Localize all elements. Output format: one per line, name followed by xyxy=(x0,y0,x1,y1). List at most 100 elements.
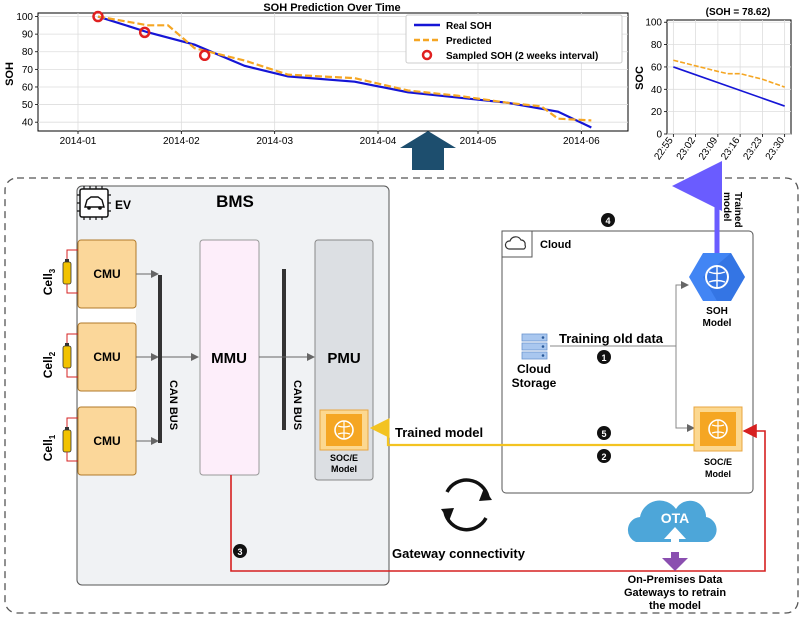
system-frame xyxy=(4,177,799,614)
cell-3-wire xyxy=(66,249,78,294)
soc-x-tick-label: 23:23 xyxy=(741,135,765,162)
step-2-badge xyxy=(597,449,611,463)
on-premises-label-1: On-Premises Data xyxy=(628,574,724,586)
soc-y-tick-label: 20 xyxy=(651,107,663,118)
legend-sampled-label: Sampled SOH (2 weeks interval) xyxy=(446,51,598,62)
ota-bidirectional-arrow-icon xyxy=(662,527,688,571)
soh-chart: SOH Prediction Over Time 405060708090100… xyxy=(4,2,629,147)
soc-series xyxy=(673,59,785,107)
soh-legend: Real SOH Predicted Sampled SOH (2 weeks … xyxy=(405,14,623,64)
training-data-connector xyxy=(550,281,689,347)
can-bus-2-bar xyxy=(282,269,286,430)
cell-1-main: Cell xyxy=(41,439,55,461)
can-bus-2-label: CAN BUS xyxy=(291,380,303,430)
cell-2: Cell2 xyxy=(41,333,78,378)
soh-predicted-line xyxy=(97,15,592,122)
cmu-bus-connectors xyxy=(136,270,159,445)
cmu-2: CMU xyxy=(77,322,137,392)
cell-2-wire xyxy=(66,333,78,378)
soc-grid xyxy=(667,20,791,135)
cmu-1-label: CMU xyxy=(93,434,120,448)
soh-x-tick-label: 2014-04 xyxy=(360,136,397,147)
soc-y-tick-label: 100 xyxy=(645,18,662,29)
cmu-3-label: CMU xyxy=(93,267,120,281)
soh-model-icon xyxy=(689,253,745,301)
soh-y-tick-label: 100 xyxy=(16,12,33,23)
legend-real-label: Real SOH xyxy=(446,21,492,32)
cmu-2-label: CMU xyxy=(93,350,120,364)
gateway-connectivity-label: Gateway connectivity xyxy=(392,546,526,561)
step-1-number: 1 xyxy=(601,353,606,363)
pmu-soce-model-label-1: SOC/E xyxy=(330,453,358,463)
cloud-storage-label-1: Cloud xyxy=(517,362,551,376)
soc-x-tick-label: 23:09 xyxy=(697,135,721,162)
cell-1: Cell1 xyxy=(41,417,78,462)
legend-sampled-marker xyxy=(421,49,433,61)
soc-plot-area xyxy=(666,19,792,135)
on-premises-label-2: Gateways to retrain xyxy=(624,587,726,599)
battery-icon xyxy=(62,259,72,285)
can-bus-1-label: CAN BUS xyxy=(167,380,179,430)
cell-1-sub: 1 xyxy=(48,434,57,439)
ota-label: OTA xyxy=(661,510,690,526)
soc-chart-title: (SOH = 78.62) xyxy=(706,7,771,18)
cell-3-sub: 3 xyxy=(48,268,57,273)
soh-x-tick-label: 2014-06 xyxy=(563,136,600,147)
soh-y-axis-label: SOH xyxy=(4,62,16,86)
ev-chip-icon xyxy=(77,186,111,220)
cell-2-sub: 2 xyxy=(48,351,57,356)
gateway-data-path xyxy=(230,423,766,572)
soh-y-tick-label: 60 xyxy=(22,82,34,93)
ota-cloud-icon xyxy=(627,500,717,542)
soh-sampled-point xyxy=(92,10,104,23)
soh-x-tick-label: 2014-03 xyxy=(256,136,293,147)
step-5-badge xyxy=(597,426,611,440)
ev-label: EV xyxy=(115,198,131,212)
soh-y-tick-label: 90 xyxy=(22,30,34,41)
step-4-number: 4 xyxy=(605,216,610,226)
soc-y-axis-label: SOC xyxy=(634,66,646,90)
soh-legend-box xyxy=(405,14,623,64)
trained-model-vertical-1: Trained xyxy=(732,192,743,228)
bms-title: BMS xyxy=(216,192,254,211)
soh-x-tick-label: 2014-01 xyxy=(60,136,97,147)
pmu-label: PMU xyxy=(327,350,360,367)
cell-3: Cell3 xyxy=(41,249,78,295)
cell-1-label: Cell1 xyxy=(41,434,57,461)
cloud-soce-model-icon xyxy=(693,406,743,452)
cell-3-label: Cell3 xyxy=(41,268,57,295)
soc-y-tick-label: 80 xyxy=(651,40,663,51)
soc-y-tick-label: 0 xyxy=(656,130,662,141)
cloud-soce-model-label-1: SOC/E xyxy=(704,457,732,467)
cmu-3: CMU xyxy=(77,239,137,309)
cell-1-wire xyxy=(66,417,78,462)
step-2-number: 2 xyxy=(601,452,606,462)
soh-sampled-point xyxy=(198,49,211,62)
on-premises-label-3: the model xyxy=(649,600,701,612)
soc-y-tick-label: 40 xyxy=(651,85,663,96)
soc-x-tick-label: 23:30 xyxy=(764,135,788,162)
battery-icon xyxy=(62,343,72,369)
training-old-data-label: Training old data xyxy=(559,331,664,346)
trained-model-arrow xyxy=(369,418,694,447)
soh-y-tick-label: 50 xyxy=(22,100,34,111)
cell-2-label: Cell2 xyxy=(41,351,57,378)
soh-y-tick-label: 70 xyxy=(22,65,34,76)
trained-model-label: Trained model xyxy=(395,425,483,440)
step-3-number: 3 xyxy=(237,547,242,557)
mmu-label: MMU xyxy=(211,350,247,367)
step-4-badge xyxy=(601,213,615,227)
soh-model-label-1: SOH xyxy=(706,306,728,317)
cloud-label: Cloud xyxy=(540,239,571,251)
soc-x-tick-label: 23:16 xyxy=(719,135,743,162)
trained-model-vertical-2: model xyxy=(721,192,732,222)
soh-sampled-point xyxy=(138,26,151,39)
soc-predicted-line xyxy=(673,59,785,88)
soc-x-tick-label: 23:02 xyxy=(675,135,699,162)
soh-x-tick-label: 2014-02 xyxy=(163,136,200,147)
cloud-icon xyxy=(504,236,526,250)
legend-predicted-label: Predicted xyxy=(446,36,492,47)
cell-2-main: Cell xyxy=(41,356,55,378)
